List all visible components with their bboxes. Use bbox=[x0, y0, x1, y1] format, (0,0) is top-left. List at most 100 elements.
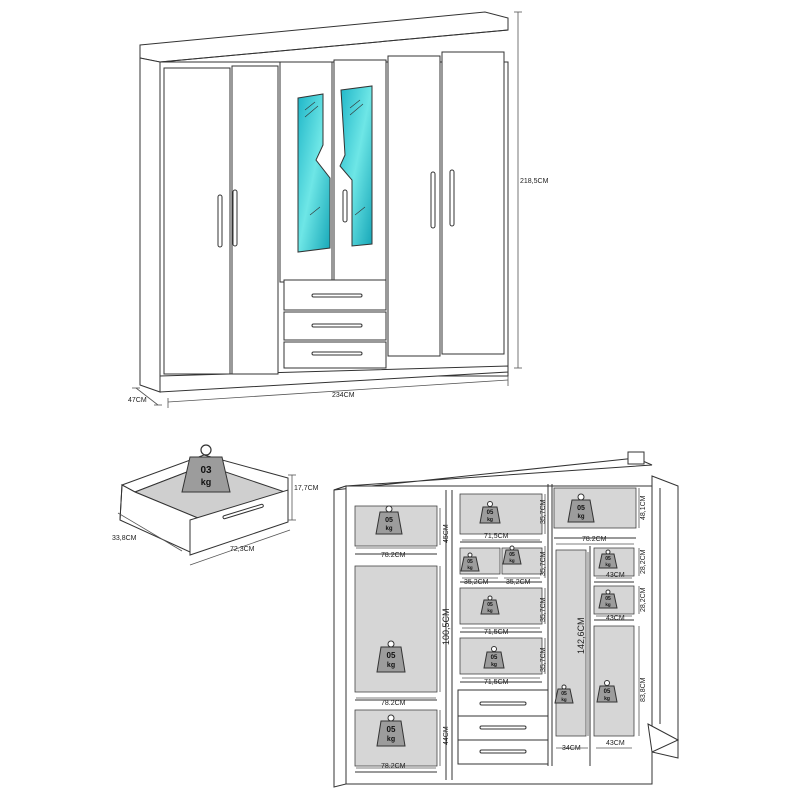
weight-icon-l1: 05 kg bbox=[375, 505, 403, 535]
drawer-iso: 03 kg 17,7CM 33,8CM 72,3CM bbox=[112, 444, 319, 566]
carcass-crown-right bbox=[627, 451, 645, 465]
drawer-handle-3 bbox=[311, 351, 363, 356]
weight-value: 03 bbox=[200, 465, 212, 476]
open-door-foot bbox=[647, 723, 680, 753]
door-2 bbox=[231, 65, 279, 375]
dim-label-d16: 78.2CM bbox=[582, 536, 607, 543]
dim-label-d2: 45CM bbox=[443, 524, 450, 543]
interior-drawer-handle-2 bbox=[479, 725, 527, 730]
weight-l1-value: 05 bbox=[385, 517, 393, 524]
weight-m4-unit: kg bbox=[491, 662, 497, 668]
weight-r3-unit: kg bbox=[605, 562, 611, 567]
dim-label-d14: 71,5CM bbox=[484, 679, 509, 686]
weight-m2b-unit: kg bbox=[509, 558, 515, 563]
door-handle-2 bbox=[232, 189, 238, 247]
weight-m4-value: 05 bbox=[491, 655, 498, 661]
weight-l1-unit: kg bbox=[385, 526, 392, 532]
interior-layout: 05 kg 05 kg 05 kg 05 kg 05 kg bbox=[333, 451, 680, 788]
weight-icon-m3: 05 kg bbox=[480, 595, 500, 615]
dim-label-d3: 100,5CM bbox=[441, 608, 451, 645]
weight-icon-m2b: 05 kg bbox=[502, 545, 522, 565]
door-handle-3 bbox=[342, 189, 348, 223]
drawer-front-2 bbox=[283, 311, 387, 341]
compartment-m1 bbox=[459, 493, 543, 535]
dim-label-d11: 35,7CM bbox=[540, 551, 547, 576]
dim-label-d10: 35,2CM bbox=[506, 579, 531, 586]
compartment-l2 bbox=[354, 565, 438, 693]
weight-icon-l3: 05 kg bbox=[376, 714, 406, 747]
weight-r3-value: 05 bbox=[605, 556, 611, 562]
compartment-r2 bbox=[555, 549, 587, 737]
weight-m2a-unit: kg bbox=[467, 565, 473, 570]
weight-m2b-value: 05 bbox=[509, 552, 515, 558]
dim-label-d8: 35,7CM bbox=[540, 499, 547, 524]
weight-r2-value: 05 bbox=[561, 691, 567, 697]
weight-icon-r4: 05 kg bbox=[598, 589, 618, 609]
weight-m1-value: 05 bbox=[487, 510, 494, 516]
weight-r5-value: 05 bbox=[604, 689, 611, 695]
dim-label-d13: 35,7CM bbox=[540, 597, 547, 622]
weight-m3-value: 05 bbox=[487, 602, 493, 608]
dim-label-d23: 83,8CM bbox=[640, 677, 647, 702]
weight-icon-r3: 05 kg bbox=[598, 549, 618, 569]
weight-l2-value: 05 bbox=[387, 651, 396, 660]
weight-r5-unit: kg bbox=[604, 696, 610, 702]
carcass-left-side bbox=[333, 485, 347, 788]
plinth bbox=[159, 365, 509, 393]
dim-label-d15: 35,7CM bbox=[540, 647, 547, 672]
compartment-r5 bbox=[593, 625, 635, 737]
weight-m2a-value: 05 bbox=[467, 559, 473, 565]
dim-label-d17: 48,1CM bbox=[640, 495, 647, 520]
weight-m1-unit: kg bbox=[487, 517, 493, 523]
compartment-r1 bbox=[553, 487, 637, 529]
dim-label-d1: 78.2CM bbox=[381, 552, 406, 559]
weight-icon-m4: 05 kg bbox=[483, 646, 505, 669]
drawer-height-dimension: 17,7CM bbox=[294, 485, 319, 492]
weight-icon-r2: 05 kg bbox=[554, 684, 574, 704]
weight-unit: kg bbox=[201, 477, 212, 487]
drawer-handle-2 bbox=[311, 323, 363, 328]
dim-label-d24: 34CM bbox=[562, 745, 581, 752]
dim-label-d9: 35,2CM bbox=[464, 579, 489, 586]
dim-label-d12: 71,5CM bbox=[484, 629, 509, 636]
depth-dimension: 47CM bbox=[128, 397, 147, 404]
weight-icon: 03 kg bbox=[181, 444, 231, 493]
weight-m3-unit: kg bbox=[487, 608, 493, 613]
side-panel-left bbox=[139, 57, 161, 393]
front-elevation: 218,5CM 234CM 47CM bbox=[128, 11, 549, 408]
weight-l2-unit: kg bbox=[387, 662, 395, 669]
interior-drawer-handle-1 bbox=[479, 701, 527, 706]
dim-label-d4: 78.2CM bbox=[381, 700, 406, 707]
weight-icon-r5: 05 kg bbox=[596, 680, 618, 703]
door-handle-5 bbox=[449, 169, 455, 227]
open-door bbox=[651, 475, 679, 759]
dim-label-d25: 43CM bbox=[606, 740, 625, 747]
weight-icon-l2: 05 kg bbox=[376, 640, 406, 673]
weight-l3-unit: kg bbox=[387, 736, 395, 743]
interior-drawer-handle-3 bbox=[479, 749, 527, 754]
weight-r4-unit: kg bbox=[605, 602, 611, 607]
glass-panel-left bbox=[297, 93, 331, 253]
height-dimension: 218,5CM bbox=[520, 178, 549, 185]
weight-r2-unit: kg bbox=[561, 697, 567, 702]
dim-label-d7: 71,5CM bbox=[484, 533, 509, 540]
weight-r4-value: 05 bbox=[605, 596, 611, 602]
door-handle-1 bbox=[217, 194, 223, 248]
drawer-handle bbox=[222, 503, 264, 520]
dim-label-d20: 28,2CM bbox=[640, 587, 647, 612]
dim-label-d5: 44CM bbox=[443, 726, 450, 745]
weight-l3-value: 05 bbox=[387, 725, 396, 734]
dim-label-d6: 78.2CM bbox=[381, 763, 406, 770]
dim-label-d22: 142,6CM bbox=[576, 617, 586, 654]
dim-label-d18: 28,2CM bbox=[640, 549, 647, 574]
dim-label-d21: 43CM bbox=[606, 615, 625, 622]
dim-label-d19: 43CM bbox=[606, 572, 625, 579]
compartment-m3 bbox=[459, 587, 543, 625]
weight-r1-unit: kg bbox=[577, 514, 584, 520]
glass-panel-right bbox=[339, 85, 373, 247]
weight-icon-m1: 05 kg bbox=[479, 501, 501, 524]
carcass-top-edge bbox=[333, 457, 653, 491]
weight-icon-m2a: 05 kg bbox=[460, 552, 480, 572]
drawer-depth-dimension: 33,8CM bbox=[112, 535, 137, 542]
